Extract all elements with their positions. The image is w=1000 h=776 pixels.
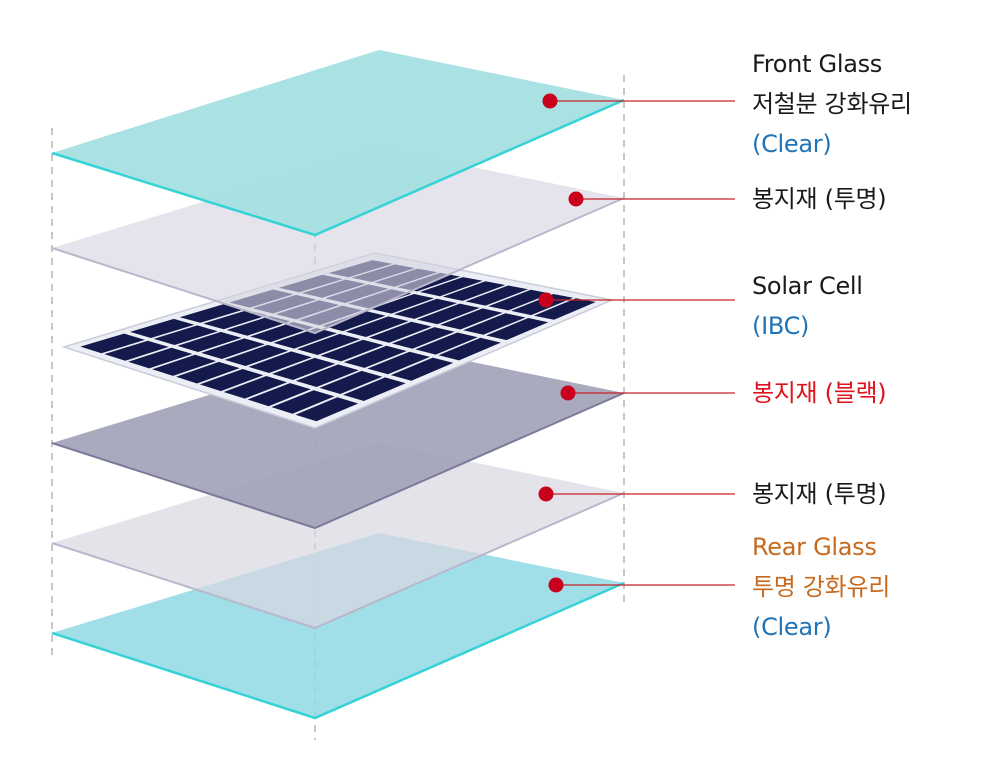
marker-encapsulant-black [560,385,576,401]
solar-cell [128,347,193,369]
solar-cell [390,357,454,381]
solar-cell [130,318,195,338]
solar-cell [463,313,526,335]
marker-front-glass [542,93,558,109]
solar-cell [417,303,480,325]
solar-cell [343,345,407,368]
label-encapsulant-black: 봉지재 (블랙) [752,373,887,413]
solar-cell [345,316,409,337]
rear-glass-layer [51,533,625,720]
solar-cell [203,310,268,330]
solar-cell [201,338,265,359]
front-glass-title: Front Glass [752,50,883,78]
marker-rear-glass [548,577,564,593]
solar-cell [176,361,240,384]
solar-cell [153,325,218,345]
encapsulant-top-title: 봉지재 (투명) [752,185,887,213]
solar-cell [319,370,383,394]
solar-cell [371,294,435,314]
solar-cell [152,354,217,376]
solar-cell [248,351,312,373]
rear-glass-korean: 투명 강화유리 [752,573,891,601]
encapsulant-black-layer [51,343,625,530]
solar-cell [438,337,501,361]
label-encapsulant-top: 봉지재 (투명) [752,179,887,219]
markers [538,93,584,593]
solar-cell [488,289,551,311]
solar-cell [80,333,145,354]
solar-cell [224,344,289,366]
encapsulant-top-layer [51,148,625,335]
front-glass-layer [51,50,625,237]
front-glass-type: (Clear) [752,130,832,158]
callouts [546,100,735,586]
solar-cell [272,357,336,380]
solar-cell [533,298,596,320]
solar-cell [179,304,244,323]
label-front-glass: Front Glass 저철분 강화유리 (Clear) [752,44,912,164]
solar-cell [392,327,455,349]
solar-cell [295,397,359,422]
label-encapsulant-bottom: 봉지재 (투명) [752,474,887,514]
encapsulant-bottom-title: 봉지재 (투명) [752,480,887,508]
front-glass-korean: 저철분 강화유리 [752,90,912,118]
solar-cell [320,339,384,362]
solar-cell [297,333,361,355]
solar-cell [394,298,457,319]
solar-cell [322,311,386,332]
solar-cell [465,285,528,306]
label-solar-cell: Solar Cell (IBC) [752,266,863,346]
solar-cell-title: Solar Cell [752,272,863,300]
solar-cell [486,318,549,341]
solar-cell [440,308,503,330]
marker-encapsulant-bottom [538,486,554,502]
solar-cell [295,364,359,387]
solar-cell [419,277,483,297]
solar-cell [247,383,311,407]
encapsulant-black-title: 봉지재 (블랙) [752,379,887,407]
label-rear-glass: Rear Glass 투명 강화유리 (Clear) [752,527,890,647]
solar-cell [199,369,264,392]
solar-cell [415,332,478,355]
rear-glass-type: (Clear) [752,613,832,641]
solar-cell [367,351,430,375]
solar-cell [442,281,506,301]
rear-glass-title: Rear Glass [752,533,877,561]
solar-cell [177,331,242,352]
solar-cell [343,377,406,401]
solar-cell-type: (IBC) [752,312,810,340]
solar-cell [223,376,288,399]
marker-solar-cell [538,292,554,308]
solar-cell [273,328,337,349]
solar-cell [271,390,335,414]
encapsulant-bottom-layer [51,443,625,630]
solar-cell [104,340,169,361]
solar-cell [226,316,291,336]
solar-cell [368,321,432,343]
marker-encapsulant-top [568,191,584,207]
